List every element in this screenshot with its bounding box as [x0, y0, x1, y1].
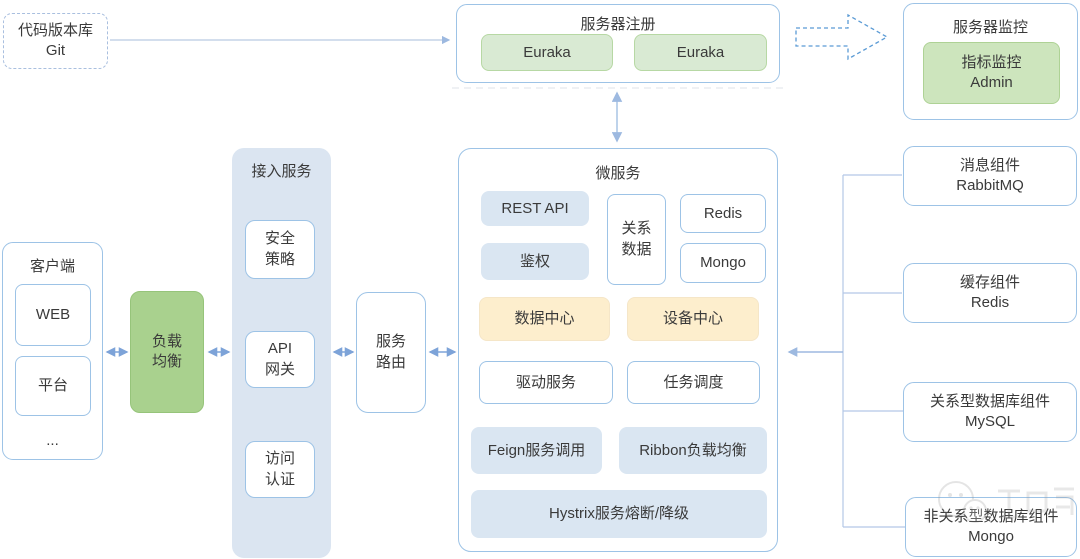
hystrix-label: Hystrix服务熔断/降级	[549, 505, 689, 523]
redis-component-label: 缓存组件	[959, 273, 1020, 291]
eureka-node-1: Euraka	[481, 34, 613, 71]
client-web-label: WEB	[35, 306, 71, 324]
redis-node: Redis	[680, 194, 766, 233]
driver-service-node: 驱动服务	[479, 361, 613, 404]
access-service-column: 接入服务 安全 策略 API 网关 访问 认证	[232, 148, 331, 558]
ribbon-node: Ribbon负载均衡	[619, 427, 767, 474]
mysql-component-node: 关系型数据库组件 MySQL	[903, 382, 1077, 442]
access-auth-sublabel: 认证	[264, 470, 295, 488]
client-ellipsis: ...	[46, 432, 59, 449]
mongo-node: Mongo	[680, 243, 766, 283]
mysql-component-label: 关系型数据库组件	[929, 392, 1050, 410]
admin-monitor-label: 指标监控	[961, 53, 1022, 71]
driver-service-label: 驱动服务	[515, 373, 576, 391]
authz-node: 鉴权	[481, 243, 589, 280]
git-repo-sublabel: Git	[45, 42, 66, 59]
client-panel: 客户端 WEB 平台 ...	[2, 242, 103, 460]
device-center-node: 设备中心	[627, 297, 759, 341]
load-balancer-sublabel: 均衡	[151, 353, 182, 370]
feign-node: Feign服务调用	[471, 427, 602, 474]
service-router-sublabel: 路由	[375, 353, 406, 371]
admin-monitor-sublabel: Admin	[970, 74, 1013, 91]
service-registry-title: 服务器注册	[580, 16, 656, 33]
hystrix-node: Hystrix服务熔断/降级	[471, 490, 767, 538]
relational-data-node: 关系 数据	[607, 194, 666, 285]
rabbitmq-component-label: 消息组件	[959, 156, 1020, 174]
rest-api-label: REST API	[501, 199, 569, 217]
client-platform-label: 平台	[37, 377, 68, 395]
admin-monitor-node: 指标监控 Admin	[923, 42, 1060, 104]
mongo-label: Mongo	[700, 254, 746, 272]
ribbon-label: Ribbon负载均衡	[639, 441, 747, 459]
eureka-node-2: Euraka	[634, 34, 767, 71]
client-platform-node: 平台	[15, 356, 91, 416]
data-center-label: 数据中心	[514, 310, 575, 328]
redis-label: Redis	[703, 204, 743, 222]
api-gateway-label: API	[267, 340, 293, 358]
eureka-node-2-label: Euraka	[676, 43, 725, 61]
service-router-node: 服务 路由	[356, 292, 426, 413]
rabbitmq-component-node: 消息组件 RabbitMQ	[903, 146, 1077, 206]
redis-component-node: 缓存组件 Redis	[903, 263, 1077, 323]
eureka-node-1-label: Euraka	[523, 43, 571, 61]
relational-data-label: 关系	[621, 220, 652, 238]
load-balancer-label: 负载	[151, 332, 182, 350]
task-scheduler-node: 任务调度	[627, 361, 760, 404]
authz-label: 鉴权	[519, 252, 550, 270]
access-auth-label: 访问	[264, 450, 295, 468]
service-router-label: 服务	[375, 333, 406, 351]
microservices-title: 微服务	[595, 165, 641, 182]
git-repo-label: 代码版本库	[17, 21, 93, 39]
device-center-label: 设备中心	[662, 310, 723, 328]
feign-label: Feign服务调用	[487, 441, 586, 459]
security-policy-label: 安全	[264, 230, 295, 248]
task-scheduler-label: 任务调度	[663, 373, 724, 391]
security-policy-node: 安全 策略	[245, 220, 315, 279]
service-registry-panel: 服务器注册 Euraka Euraka	[456, 4, 780, 83]
redis-component-sublabel: Redis	[970, 294, 1010, 311]
api-gateway-node: API 网关	[245, 331, 315, 388]
git-repo-node: 代码版本库 Git	[3, 13, 108, 69]
access-service-title: 接入服务	[251, 163, 312, 180]
microservices-panel: 微服务 REST API 鉴权 关系 数据 Redis Mongo 数据中心 设…	[458, 148, 778, 552]
client-title: 客户端	[29, 258, 75, 275]
security-policy-sublabel: 策略	[264, 250, 295, 268]
mongo-component-label: 非关系型数据库组件	[923, 507, 1059, 525]
rest-api-node: REST API	[481, 191, 589, 226]
load-balancer-node: 负载 均衡	[130, 291, 204, 413]
mongo-component-sublabel: Mongo	[968, 528, 1014, 545]
mysql-component-sublabel: MySQL	[964, 413, 1015, 430]
mongo-component-node: 非关系型数据库组件 Mongo	[905, 497, 1077, 557]
data-center-node: 数据中心	[479, 297, 610, 341]
access-auth-node: 访问 认证	[245, 441, 315, 498]
watermark-logo-icon	[938, 481, 1074, 523]
relational-data-sublabel: 数据	[621, 240, 652, 258]
rabbitmq-component-sublabel: RabbitMQ	[956, 177, 1024, 194]
api-gateway-sublabel: 网关	[264, 360, 295, 378]
client-web-node: WEB	[15, 284, 91, 346]
server-monitor-title: 服务器监控	[952, 19, 1028, 36]
server-monitor-panel: 服务器监控 指标监控 Admin	[903, 3, 1078, 120]
